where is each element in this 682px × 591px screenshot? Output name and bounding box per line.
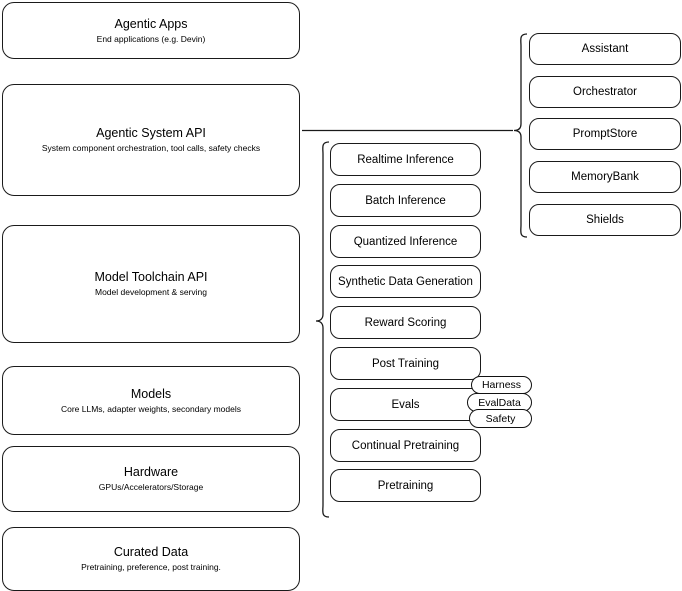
component-label: PromptStore — [572, 128, 638, 140]
toolchain-batch-inference[interactable]: Batch Inference — [330, 184, 481, 217]
layer-title: Models — [130, 386, 172, 401]
toolchain-pretraining[interactable]: Pretraining — [330, 469, 481, 502]
layer-subtitle: System component orchestration, tool cal… — [41, 143, 261, 153]
component-label: Evals — [391, 398, 420, 411]
layer-curated-data[interactable]: Curated Data Pretraining, preference, po… — [2, 527, 300, 591]
pill-label: EvalData — [478, 396, 521, 409]
layer-model-toolchain-api[interactable]: Model Toolchain API Model development & … — [2, 225, 300, 343]
toolchain-realtime-inference[interactable]: Realtime Inference — [330, 143, 481, 176]
component-label: MemoryBank — [571, 171, 639, 183]
toolchain-synthetic-data-generation[interactable]: Synthetic Data Generation — [330, 265, 481, 298]
component-label: Realtime Inference — [357, 153, 454, 166]
layer-models[interactable]: Models Core LLMs, adapter weights, secon… — [2, 366, 300, 435]
component-label: Post Training — [371, 357, 440, 370]
pill-label: Harness — [481, 379, 522, 391]
component-label: Assistant — [581, 43, 629, 55]
toolchain-reward-scoring[interactable]: Reward Scoring — [330, 306, 481, 339]
evals-pill-harness[interactable]: Harness — [471, 376, 532, 394]
component-label: Batch Inference — [365, 194, 446, 207]
layer-title: Agentic Apps — [114, 16, 188, 31]
component-label: Orchestrator — [573, 86, 637, 98]
toolchain-post-training[interactable]: Post Training — [330, 347, 481, 380]
layer-subtitle: Core LLMs, adapter weights, secondary mo… — [60, 403, 241, 414]
toolchain-evals[interactable]: Evals — [330, 388, 481, 421]
layer-title: Curated Data — [113, 545, 189, 559]
toolchain-components-brace — [315, 141, 330, 518]
system-components-brace — [513, 33, 528, 238]
layer-title: Model Toolchain API — [94, 270, 208, 284]
evals-pill-safety[interactable]: Safety — [469, 409, 532, 428]
system-shields[interactable]: Shields — [529, 204, 681, 236]
layer-subtitle: End applications (e.g. Devin) — [96, 33, 206, 44]
system-memorybank[interactable]: MemoryBank — [529, 161, 681, 193]
system-promptstore[interactable]: PromptStore — [529, 118, 681, 150]
layer-hardware[interactable]: Hardware GPUs/Accelerators/Storage — [2, 446, 300, 512]
layer-subtitle: Model development & serving — [95, 287, 207, 297]
component-label: Continual Pretraining — [351, 439, 460, 452]
system-orchestrator[interactable]: Orchestrator — [529, 76, 681, 108]
component-label: Reward Scoring — [364, 316, 447, 329]
layer-title: Agentic System API — [96, 126, 206, 140]
layer-agentic-system-api[interactable]: Agentic System API System component orch… — [2, 84, 300, 196]
component-label: Synthetic Data Generation — [338, 275, 473, 288]
component-label: Quantized Inference — [353, 235, 458, 248]
toolchain-quantized-inference[interactable]: Quantized Inference — [330, 225, 481, 258]
toolchain-continual-pretraining[interactable]: Continual Pretraining — [330, 429, 481, 462]
component-label: Shields — [586, 214, 624, 226]
layer-subtitle: Pretraining, preference, post training. — [81, 562, 221, 572]
layer-subtitle: GPUs/Accelerators/Storage — [98, 482, 204, 492]
layer-agentic-apps[interactable]: Agentic Apps End applications (e.g. Devi… — [2, 2, 300, 59]
component-label: Pretraining — [377, 479, 434, 492]
system-assistant[interactable]: Assistant — [529, 33, 681, 65]
pill-label: Safety — [485, 412, 516, 425]
layer-title: Hardware — [123, 465, 179, 479]
